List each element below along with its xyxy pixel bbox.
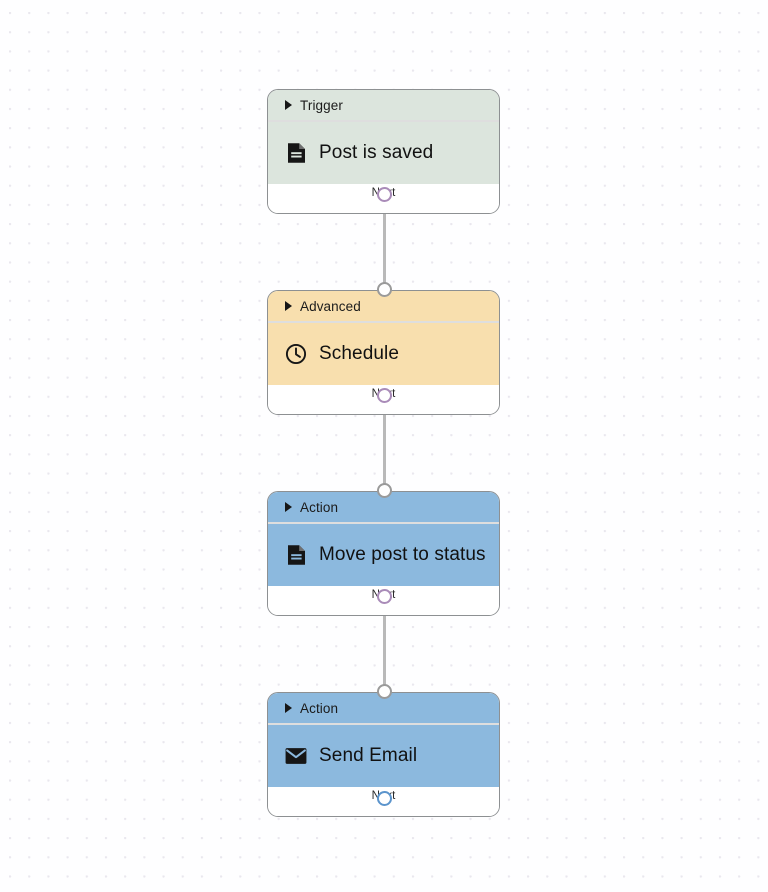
envelope-icon <box>285 745 307 767</box>
output-port-trigger[interactable] <box>376 187 392 202</box>
node-category-label: Action <box>300 499 339 515</box>
node-body-action-email[interactable]: Send Email <box>268 724 499 787</box>
node-category-label: Action <box>300 700 339 716</box>
node-title: Schedule <box>319 342 400 364</box>
input-port-action-move[interactable] <box>376 483 392 498</box>
edge-trigger-to-advanced[interactable] <box>382 193 386 288</box>
node-title: Send Email <box>319 744 418 766</box>
node-divider <box>268 321 499 323</box>
document-icon <box>285 544 307 566</box>
node-category-label: Advanced <box>300 298 361 314</box>
output-port-action-email[interactable] <box>376 791 392 806</box>
node-title: Move post to status <box>319 543 486 565</box>
chevron-right-icon[interactable] <box>285 502 292 512</box>
input-port-advanced[interactable] <box>376 282 392 297</box>
chevron-right-icon[interactable] <box>285 703 292 713</box>
node-body-action-move[interactable]: Move post to status <box>268 523 499 586</box>
output-port-advanced[interactable] <box>376 388 392 403</box>
edge-advanced-to-action-move[interactable] <box>382 394 386 490</box>
node-category-label: Trigger <box>300 97 343 113</box>
node-divider <box>268 723 499 725</box>
node-divider <box>268 120 499 122</box>
input-port-action-email[interactable] <box>376 684 392 699</box>
chevron-right-icon[interactable] <box>285 301 292 311</box>
node-header-trigger[interactable]: Trigger <box>268 90 499 120</box>
chevron-right-icon[interactable] <box>285 100 292 110</box>
output-port-action-move[interactable] <box>376 589 392 604</box>
clock-icon <box>285 343 307 365</box>
node-body-advanced[interactable]: Schedule <box>268 322 499 385</box>
document-icon <box>285 142 307 164</box>
workflow-node-trigger-post-is-saved[interactable]: Trigger Post is saved Next <box>267 89 500 214</box>
edge-action-move-to-action-email[interactable] <box>382 595 386 691</box>
node-body-trigger[interactable]: Post is saved <box>268 121 499 184</box>
node-divider <box>268 522 499 524</box>
node-title: Post is saved <box>319 141 434 163</box>
